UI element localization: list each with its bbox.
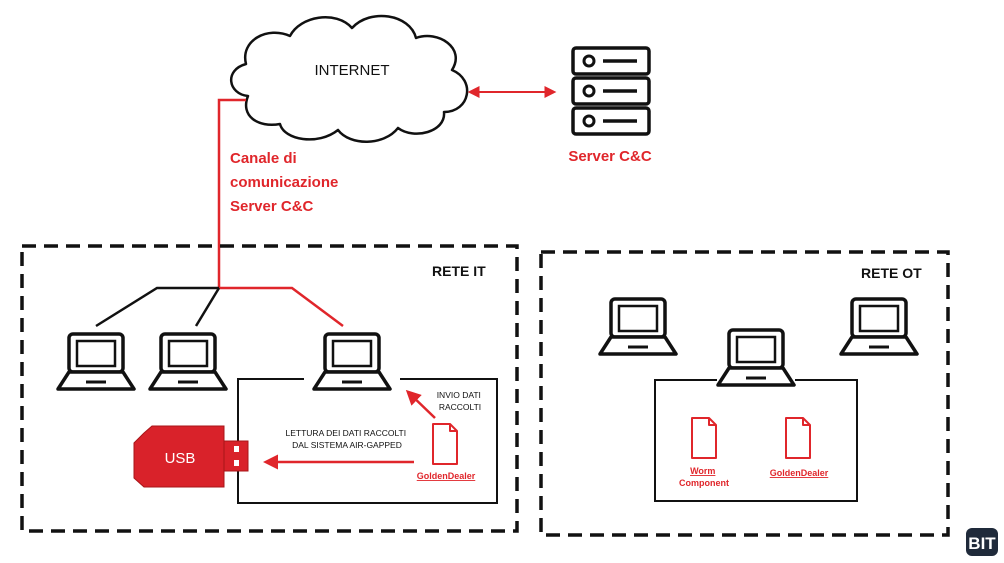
goldendealer-ot-label: GoldenDealer [770,468,829,478]
worm-component-label: Worm Component [679,466,729,488]
worm-line-2: Component [679,478,729,488]
rete-ot-label: RETE OT [861,265,922,281]
server-label: Server C&C [568,148,652,165]
lettura-dati-label: LETTURA DEI DATI RACCOLTI DAL SISTEMA AI… [286,428,409,450]
goldendealer-it-label: GoldenDealer [417,471,476,481]
lettura-dati-line-2: DAL SISTEMA AIR-GAPPED [292,440,402,450]
laptop-icon [148,332,228,391]
file-icon [785,417,811,459]
laptop-icon [839,297,919,356]
invio-dati-arrow [405,389,436,419]
channel-label-line-1: Canale di [230,150,297,167]
server-icon [571,46,651,136]
lettura-dati-line-1: LETTURA DEI DATI RACCOLTI [286,428,407,438]
laptop-icon [716,328,796,387]
laptop-icon [598,297,678,356]
rete-it-label: RETE IT [432,263,486,279]
internet-label: INTERNET [315,62,390,79]
invio-dati-line-1: INVIO DATI [437,390,481,400]
worm-line-1: Worm [690,466,715,476]
rete-ot-box [539,250,950,537]
invio-dati-line-2: RACCOLTI [439,402,481,412]
usb-label: USB [165,450,196,467]
channel-label-line-3: Server C&C [230,198,314,215]
channel-label-line-2: comunicazione [230,174,338,191]
laptop-icon [56,332,136,391]
laptop-icon [312,332,392,391]
file-icon [691,417,717,459]
air-gapped-box-ot [654,379,858,502]
air-gapped-box-it [237,378,498,504]
channel-label: Canale di comunicazione Server C&C [230,150,343,215]
file-icon [432,423,458,465]
usb-icon [133,425,249,488]
internet-cloud [229,14,469,143]
bit-logo: BIT [966,528,998,556]
rete-it-box [20,244,519,533]
it-network-lines [95,286,221,328]
bit-logo-text: BIT [968,534,996,553]
invio-dati-label: INVIO DATI RACCOLTI [437,390,484,412]
